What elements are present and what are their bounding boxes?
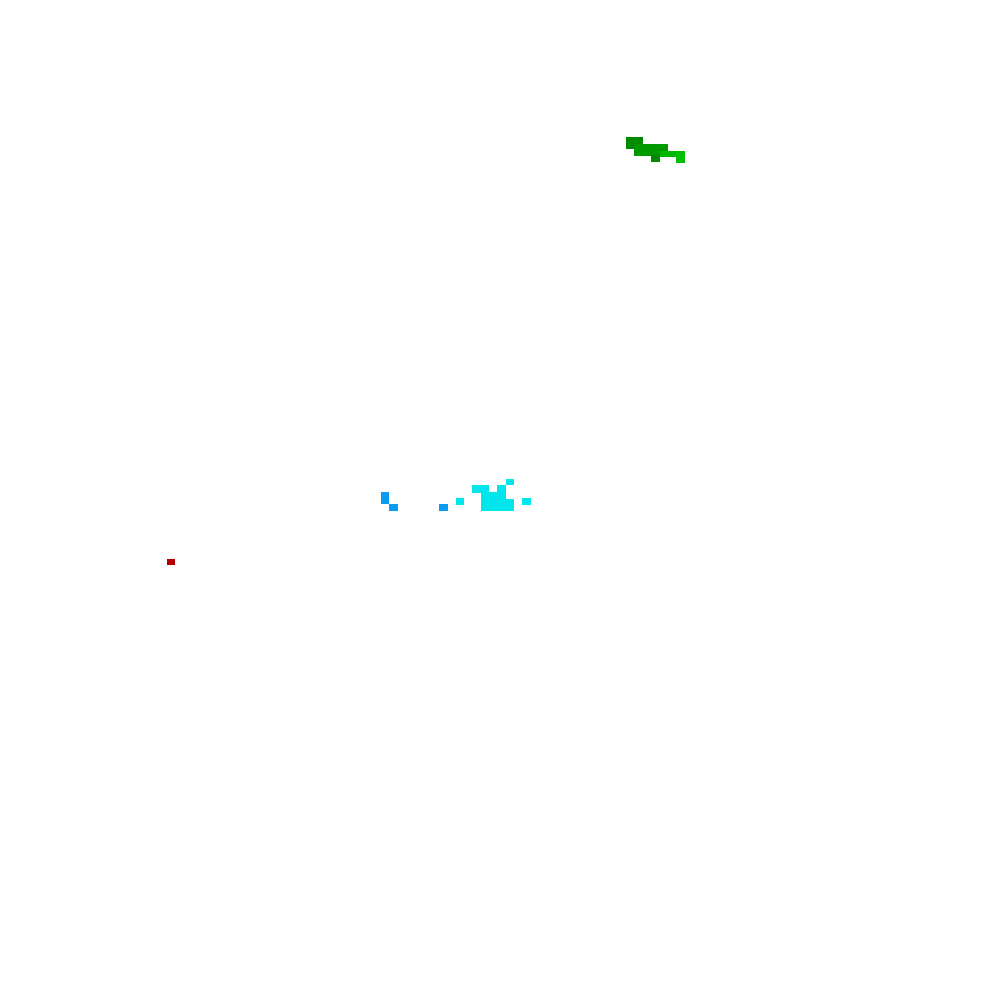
blue-pixel: [389, 504, 398, 511]
cyan-pixel: [481, 492, 506, 500]
cyan-pixel: [481, 499, 514, 511]
green-pixel: [651, 154, 660, 162]
cyan-pixel: [472, 485, 489, 493]
cyan-pixel: [456, 498, 464, 505]
green-pixel: [676, 151, 685, 163]
cyan-pixel: [522, 498, 531, 505]
red-pixel: [167, 559, 175, 565]
green-pixel: [660, 151, 676, 157]
cyan-pixel: [506, 479, 514, 485]
cyan-pixel: [497, 485, 506, 493]
green-pixel: [626, 137, 643, 149]
green-pixel: [634, 144, 668, 156]
blue-pixel: [381, 492, 389, 504]
blue-pixel: [439, 504, 448, 511]
